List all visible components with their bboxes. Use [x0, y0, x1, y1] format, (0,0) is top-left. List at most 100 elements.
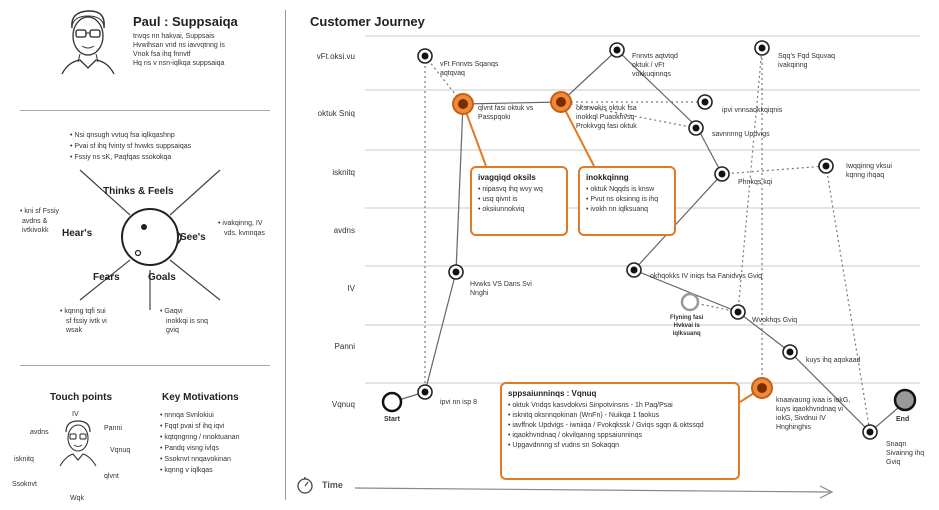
touchpoint-label: ipvi nn isp 8	[440, 399, 477, 406]
touch-point: qlvnt	[104, 473, 119, 480]
time-arrow-head	[819, 485, 834, 499]
callout-pointer	[560, 101, 595, 167]
empathy-note: kni sf Fssiy	[20, 206, 59, 217]
touchpoint-label: oksnvokis oktuk fsa inokkql Puaokhvsq Pr…	[576, 104, 637, 131]
touchpoint-label-line: oktuk / vFt	[632, 62, 665, 69]
persona-description: tnvqs nn hakvai, Suppsais Hvwihsan vnd n…	[133, 32, 283, 68]
empathy-sees-notes: ivakqinng, IV	[218, 218, 262, 229]
callout-list: oktuk Vndqs kasvdokvsi Sinpotvinsns - 1h…	[508, 401, 732, 451]
touchpoint-label-line: vFt Fnnvts Sqanqs	[440, 61, 499, 68]
persona-name: Paul : Suppsaiqa	[133, 14, 238, 29]
panel-divider	[285, 10, 286, 500]
empathy-bullet: Nsi qnsugh vvtuq fsa iqlkqashnp	[70, 130, 191, 141]
touchpoint-label-line: oksnvokis oktuk fsa	[576, 105, 637, 112]
touchpoint-label-line: iokG, Sivdnui IV	[776, 415, 826, 422]
journey-title: Customer Journey	[310, 14, 425, 29]
touch-point: isknitq	[14, 456, 34, 463]
empathy-note: ivtkivokk	[22, 227, 49, 234]
lane-label: Vqnuq	[331, 400, 355, 409]
touch-point: Wqk	[70, 495, 84, 502]
callout-pointer	[462, 103, 487, 167]
lane-label: isknitq	[332, 168, 355, 177]
empathy-map-diagram	[79, 169, 221, 310]
end-node	[893, 388, 917, 412]
callout-item: Pvut ns oksinng is ihq	[586, 195, 668, 205]
empathy-separator	[20, 365, 270, 366]
callout-box: ivagqiqd oksils nipasvq ihq wvy wq usq q…	[470, 166, 568, 236]
touchpoint-label: Wvokhqs Gviq	[752, 317, 798, 324]
time-arrow-line	[354, 487, 831, 493]
empathy-note: vds, kvnnqas	[224, 230, 265, 237]
touchpoint-label-line: kqnng ihqaq	[846, 172, 885, 179]
empathy-bullet: Pvai sf ihq fvinty sf hvwks suppsaiqas	[70, 141, 191, 152]
touchpoint-label-line: Nnghi	[470, 290, 489, 297]
callout-box: inokkqinng oktuk Nqqds is knsw Pvut ns o…	[578, 166, 676, 236]
start-node	[381, 391, 403, 413]
callout-list: oktuk Nqqds is knsw Pvut ns oksinng is i…	[586, 185, 668, 215]
key-motivation-item: kqnng v iqlkqas	[160, 465, 240, 476]
persona-description-line: tnvqs nn hakvai, Suppsais	[133, 33, 215, 40]
empathy-goals-label: Goals	[148, 272, 176, 283]
callout-item: nipasvq ihq wvy wq	[478, 185, 560, 195]
touchpoint-label: Snaqn Sivainng ihq Gviq	[886, 440, 924, 467]
callout-title: ivagqiqd oksils	[478, 173, 536, 182]
touchpoint-label-line: inokkql Puaokhvsq	[576, 114, 635, 121]
touch-point: Ssoknvt	[12, 481, 37, 488]
callout-box: sppsaiunninqs : Vqnuq oktuk Vndqs kasvdo…	[500, 382, 740, 480]
empathy-fears-label: Fears	[93, 272, 120, 283]
flying-label: Flyning fasi Hvkvai is iqlksuanq	[670, 314, 703, 338]
touchpoint-label: savnnnng Updvigs	[712, 131, 770, 138]
touchpoint-label-line: Sqq's Fqd Squvaq	[778, 53, 835, 60]
empathy-note: gviq	[166, 327, 179, 334]
callout-item: oktuk Nqqds is knsw	[586, 185, 668, 195]
empathy-sees-label: See's	[180, 232, 206, 243]
empathy-hears-notes-cont: avdns & ivtkivokk	[22, 217, 48, 235]
touch-points-title: Touch points	[50, 392, 113, 403]
flying-node	[680, 292, 700, 312]
touchpoint-label-line: aqtqvaq	[440, 70, 465, 77]
callout-item: iqaokhvndnaq / okvilqanng sppsaiunninqs	[508, 431, 732, 441]
flying-label-line: Hvkvai is	[673, 323, 700, 329]
callout-title: inokkqinng	[586, 173, 629, 182]
touchpoint-label-line: Hvwks VS Dans Svi	[470, 281, 532, 288]
key-motivation-item: Pandq visng ivlqs	[160, 443, 240, 454]
empathy-goals-notes: Gaqvi	[160, 306, 182, 317]
lane-label: Panni	[334, 342, 355, 351]
flying-label-line: iqlksuanq	[672, 331, 701, 337]
touchpoint-label-line: ivakqinng	[778, 62, 808, 69]
callout-title: sppsaiunninqs : Vqnuq	[508, 389, 597, 398]
persona-description-line: Hvwihsan vnd ns iavvqtnng is	[133, 42, 225, 49]
empathy-sees-notes-cont: vds, kvnnqas	[224, 229, 265, 238]
empathy-goals-notes-cont: inokkqi is snq gviq	[166, 317, 208, 335]
touch-points-avatar	[59, 420, 97, 467]
touchpoint-label: Hvwks VS Dans Svi Nnghi	[470, 280, 532, 298]
empathy-note: Gaqvi	[160, 306, 182, 317]
touchpoint-label-line: qlvnt fasi oktuk vs	[478, 105, 534, 112]
persona-description-line: Hq ns v nsn-iqlkqa suppsaiqa	[133, 60, 225, 67]
key-motivation-item: Fqqt pvai sf ihq iqvi	[160, 421, 240, 432]
touchpoint-label-line: Iwqqinng vksui	[846, 163, 892, 170]
persona-avatar	[61, 10, 115, 75]
empathy-note: inokkqi is snq	[166, 318, 209, 325]
persona-description-line: Vnok fsa ihq fnnvtf	[133, 51, 191, 58]
touchpoint-label-line: Sivainng ihq	[886, 450, 925, 457]
stopwatch-icon	[297, 477, 313, 494]
touchpoint-label: qlvnt fasi oktuk vs Passpqoki	[478, 104, 533, 122]
callout-item: oktuk Vndqs kasvdokvsi Sinpotvinsns - 1h…	[508, 401, 732, 411]
touchpoint-label: Fnnvts aqtvtqd oktuk / vFt vokkuqinnqs	[632, 52, 678, 79]
key-motivations-title: Key Motivations	[162, 392, 239, 403]
touchpoint-label: Iwqqinng vksui kqnng ihqaq	[846, 162, 892, 180]
journey-nodes	[417, 40, 878, 440]
empathy-top-bullets: Nsi qnsugh vvtuq fsa iqlkqashnp Pvai sf …	[70, 130, 191, 163]
touchpoint-label: okhqokks IV iniqs fsa Fanidvys Gviq	[650, 273, 763, 280]
callout-item: ivokh nn iqlksuanq	[586, 205, 668, 215]
lane-label: oktuk Sniq	[317, 109, 355, 118]
lane-label: vFt.oksi.vu	[316, 52, 355, 61]
lane-label: avdns	[333, 226, 355, 235]
lane-label: IV	[347, 284, 355, 293]
touch-point: Vqnuq	[110, 447, 131, 454]
touchpoint-label-line: vokkuqinnqs	[632, 71, 671, 78]
empathy-note: wsak	[66, 327, 82, 334]
touch-point: IV	[72, 411, 79, 418]
